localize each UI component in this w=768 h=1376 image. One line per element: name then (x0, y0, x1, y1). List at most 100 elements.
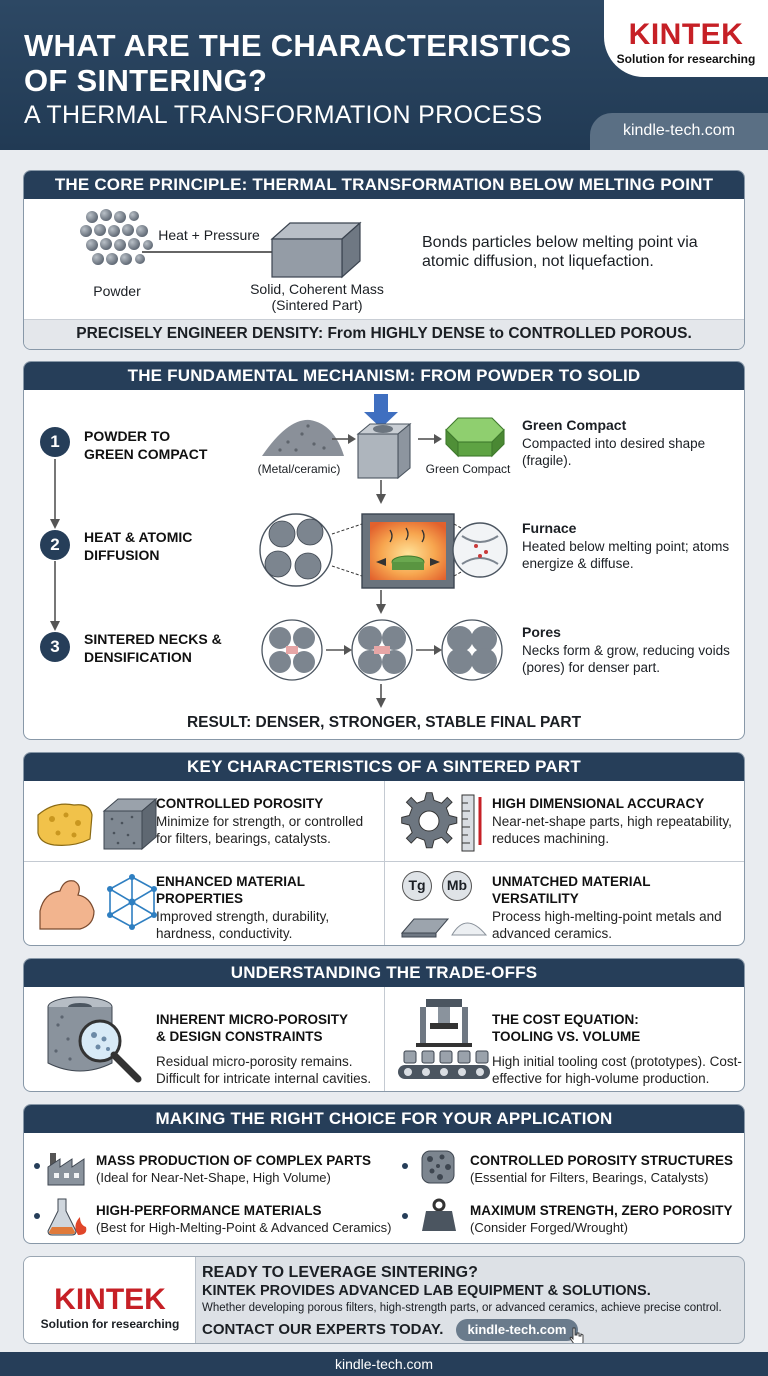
footer-bar: kindle-tech.com (0, 1352, 768, 1376)
cursor-hand-icon (569, 1327, 584, 1343)
flask-flame-icon (47, 1198, 87, 1236)
solid-block-icon (270, 221, 362, 279)
mechanism-result: RESULT: DENSER, STRONGER, STABLE FINAL P… (186, 714, 582, 731)
step-3-desc-title: Pores (522, 624, 561, 640)
cta-logo-wordmark: KINTEK (54, 1283, 166, 1316)
step-1-desc-title: Green Compact (522, 417, 627, 433)
ingot-powder-icon (400, 918, 488, 938)
characteristics-heading: KEY CHARACTERISTICS OF A SINTERED PART (24, 753, 744, 781)
powder-pile-icon (262, 419, 344, 456)
step-1-title-2: GREEN COMPACT (84, 446, 208, 462)
cta-line-3: Whether developing porous filters, high-… (202, 1302, 722, 1314)
green-compact-icon (445, 417, 505, 458)
characteristics-panel: KEY CHARACTERISTICS OF A SINTERED PART C… (23, 752, 745, 946)
cta-line-1: READY TO LEVERAGE SINTERING? (202, 1264, 478, 1281)
density-banner-bg (24, 319, 744, 349)
step-3-circle: 3 (40, 632, 70, 662)
furnace-diffusion-illustration (259, 513, 508, 589)
press-conveyor-icon (398, 999, 490, 1079)
step-3-title-2: DENSIFICATION (84, 649, 192, 665)
char-2-text: Near-net-shape parts, high repeatability… (492, 814, 732, 846)
header-site-link[interactable]: kindle-tech.com (590, 113, 768, 150)
compaction-press-icon (356, 394, 412, 480)
mechanism-panel: THE FUNDAMENTAL MECHANISM: FROM POWDER T… (23, 361, 745, 740)
tradeoff-1-title-1: INHERENT MICRO-POROSITY (156, 1012, 349, 1027)
mb-element-badge: Mb (442, 871, 472, 901)
logo-tagline: Solution for researching (616, 52, 756, 66)
page-title: WHAT ARE THE CHARACTERISTICS OF SINTERIN… (24, 28, 572, 98)
step-2-title-2: DIFFUSION (84, 547, 160, 563)
char-1-title: CONTROLLED POROSITY (156, 796, 324, 811)
grid-divider-vertical (384, 781, 385, 945)
bullet-dot (34, 1163, 40, 1169)
step-arrows-icon (50, 459, 60, 631)
tradeoff-1-title-2: & DESIGN CONSTRAINTS (156, 1029, 323, 1044)
step-1-circle: 1 (40, 427, 70, 457)
density-banner: PRECISELY ENGINEER DENSITY: From HIGHLY … (76, 325, 692, 342)
sintered-necks-illustration (261, 619, 503, 681)
step-3-title-1: SINTERED NECKS & (84, 631, 222, 647)
step-2-desc: Heated below melting point; atoms energi… (522, 539, 730, 571)
grid-divider-horizontal (24, 861, 744, 862)
arrow-right-icon (418, 434, 442, 444)
metal-ceramic-label: (Metal/ceramic) (257, 462, 341, 476)
choice-2-title: CONTROLLED POROSITY STRUCTURES (470, 1153, 734, 1168)
tradeoff-2-title-2: TOOLING VS. VOLUME (492, 1029, 641, 1044)
char-3-text: Improved strength, durability, hardness,… (156, 909, 330, 941)
choice-heading: MAKING THE RIGHT CHOICE FOR YOUR APPLICA… (24, 1105, 744, 1133)
step-3-desc: Necks form & grow, reducing voids (pores… (522, 643, 730, 675)
choice-4-title: MAXIMUM STRENGTH, ZERO POROSITY (470, 1203, 733, 1218)
cta-line-2: KINTEK PROVIDES ADVANCED LAB EQUIPMENT &… (202, 1283, 651, 1299)
step-1-title-1: POWDER TO (84, 428, 171, 444)
step-1-desc: Compacted into desired shape (fragile). (522, 436, 706, 468)
logo-wordmark: KINTEK (628, 18, 744, 51)
mechanism-heading: THE FUNDAMENTAL MECHANISM: FROM POWDER T… (24, 362, 744, 390)
muscle-crystal-icon (39, 874, 157, 930)
cta-panel: KINTEK Solution for researching READY TO… (23, 1256, 745, 1344)
tradeoff-2-title-1: THE COST EQUATION: (492, 1012, 639, 1027)
step-2-desc-title: Furnace (522, 520, 577, 536)
factory-icon (47, 1153, 85, 1186)
sponge-porous-cube-icon (37, 797, 158, 851)
cta-site-button[interactable]: kindle-tech.com (456, 1319, 578, 1341)
char-1-text: Minimize for strength, or controlled for… (156, 814, 364, 846)
char-4-text: Process high-melting-point metals and ad… (492, 909, 722, 941)
core-description: Bonds particles below melting point via … (422, 234, 698, 270)
bullet-dot (402, 1163, 408, 1169)
choice-panel: MAKING THE RIGHT CHOICE FOR YOUR APPLICA… (23, 1104, 745, 1244)
arrow-down-icon (376, 684, 386, 708)
porous-cylinder-magnifier-icon (47, 996, 142, 1083)
choice-3-sub: (Best for High-Melting-Point & Advanced … (96, 1220, 392, 1235)
choice-1-sub: (Ideal for Near-Net-Shape, High Volume) (96, 1170, 331, 1185)
gear-ruler-icon (401, 792, 482, 852)
sintered-part-label: (Sintered Part) (271, 297, 363, 313)
tradeoffs-divider (384, 987, 385, 1091)
tradeoff-2-text: High initial tooling cost (prototypes). … (492, 1054, 742, 1086)
page-subtitle: A THERMAL TRANSFORMATION PROCESS (24, 101, 543, 129)
powder-label: Powder (93, 283, 141, 299)
char-2-title: HIGH DIMENSIONAL ACCURACY (492, 796, 705, 811)
solid-mass-label: Solid, Coherent Mass (250, 281, 384, 297)
weight-icon (422, 1198, 456, 1231)
bullet-dot (34, 1213, 40, 1219)
tg-element-badge: Tg (402, 871, 432, 901)
arrow-right-icon (142, 247, 284, 257)
kintek-logo[interactable]: KINTEK Solution for researching (604, 0, 768, 77)
footer-site[interactable]: kindle-tech.com (334, 1356, 434, 1372)
arrow-down-icon (376, 480, 386, 504)
cta-logo-tagline: Solution for researching (40, 1317, 180, 1331)
tradeoffs-panel: UNDERSTANDING THE TRADE-OFFS INHERENT MI… (23, 958, 745, 1092)
porous-structure-icon (421, 1150, 455, 1184)
cta-logo-card[interactable]: KINTEK Solution for researching (24, 1257, 196, 1343)
core-principle-panel: THE CORE PRINCIPLE: THERMAL TRANSFORMATI… (23, 170, 745, 350)
choice-3-title: HIGH-PERFORMANCE MATERIALS (96, 1203, 322, 1218)
char-3-title: ENHANCED MATERIAL PROPERTIES (156, 874, 305, 906)
green-compact-label: Green Compact (425, 462, 511, 476)
bullet-dot (402, 1213, 408, 1219)
step-2-title-1: HEAT & ATOMIC (84, 529, 193, 545)
arrow-down-icon (376, 590, 386, 614)
heat-pressure-label: Heat + Pressure (158, 227, 260, 243)
choice-1-title: MASS PRODUCTION OF COMPLEX PARTS (96, 1153, 372, 1168)
header-site-text: kindle-tech.com (622, 122, 736, 139)
tradeoffs-heading: UNDERSTANDING THE TRADE-OFFS (24, 959, 744, 987)
